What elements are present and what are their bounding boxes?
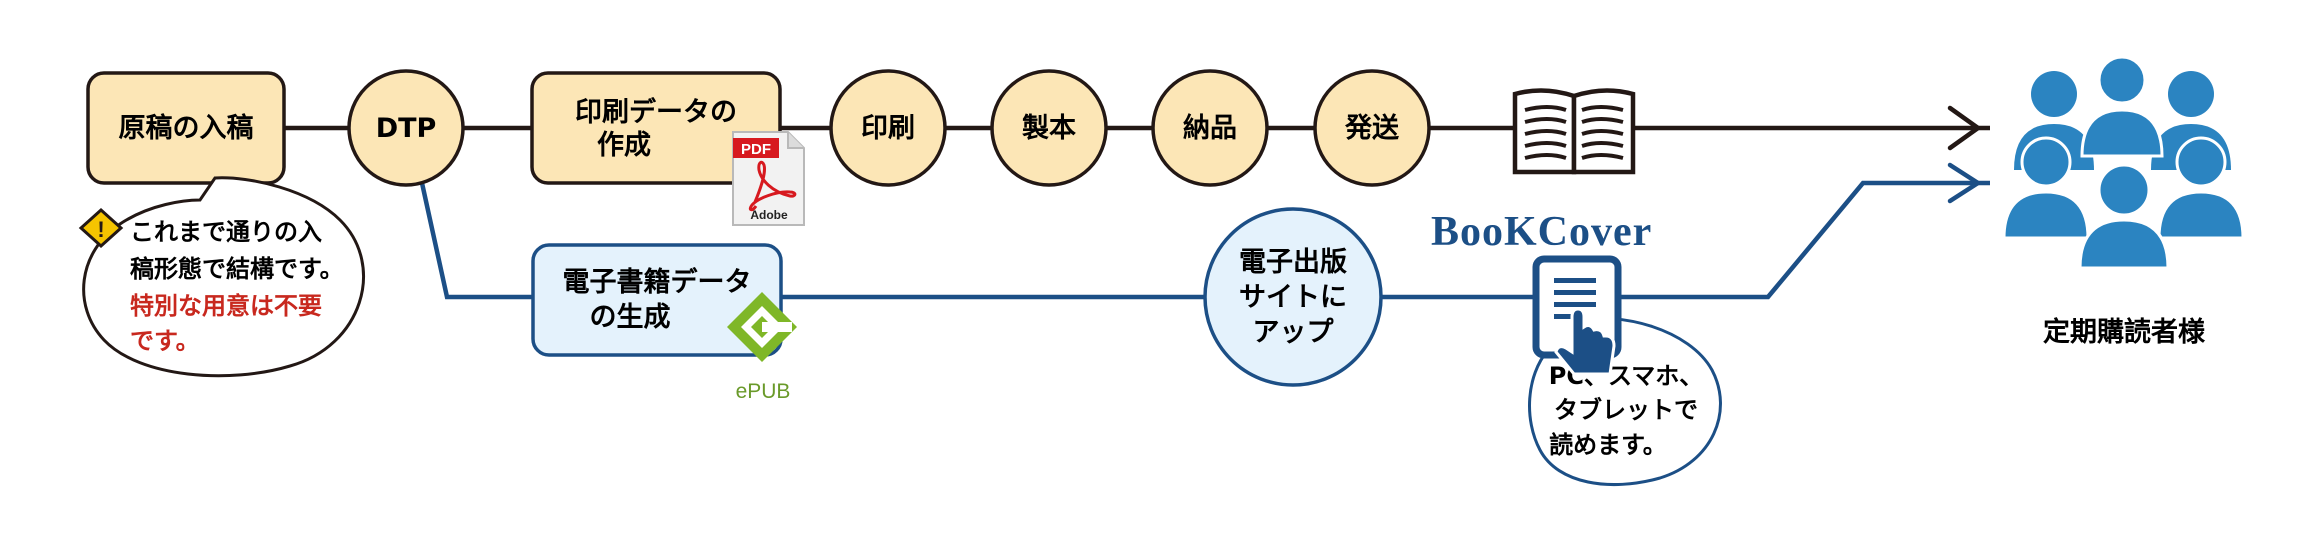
- node-manuscript-label: 原稿の入稿: [119, 112, 254, 144]
- warning-bubble-line-2: 稿形態で結構です。: [130, 255, 344, 283]
- node-manuscript: 原稿の入稿: [86, 71, 286, 185]
- node-dtp: DTP: [347, 69, 465, 187]
- node-ebook-data-label-1: 電子書籍データ: [563, 266, 752, 298]
- warning-bubble-line-4: です。: [130, 327, 200, 355]
- subscribers-group-icon: [2002, 55, 2245, 270]
- node-upload: 電子出版 サイトに アップ: [1203, 207, 1383, 387]
- node-ebook-data-label-2: の生成: [590, 302, 671, 333]
- pdf-badge-label: PDF: [741, 141, 771, 158]
- node-delivery: 納品: [1151, 69, 1269, 187]
- node-binding-label: 製本: [1022, 113, 1076, 144]
- epub-label: ePUB: [736, 380, 791, 403]
- node-upload-label-1: 電子出版: [1239, 247, 1347, 278]
- epub-logo-icon: ePUB: [727, 292, 797, 403]
- node-ebook-data: 電子書籍データ の生成: [531, 243, 783, 357]
- node-printing: 印刷: [829, 69, 947, 187]
- ebook-flow-line: [419, 162, 1990, 300]
- book-icon: [1512, 86, 1636, 175]
- adobe-label: Adobe: [750, 208, 788, 222]
- node-shipping: 発送: [1313, 69, 1431, 187]
- warning-bubble-line-3: 特別な用意は不要: [130, 292, 322, 320]
- warning-icon: !: [78, 207, 124, 249]
- bookcover-logo: BooKCover: [1431, 209, 1652, 255]
- pdf-file-icon: PDF Adobe: [732, 131, 805, 226]
- warning-bubble-line-1: これまで通りの入: [130, 218, 322, 246]
- node-upload-label-3: アップ: [1253, 317, 1335, 348]
- device-bubble-line-3: 読めます。: [1549, 431, 1667, 459]
- node-print-data-label-2: 作成: [597, 130, 651, 161]
- node-dtp-label: DTP: [376, 113, 437, 144]
- node-upload-label-2: サイトに: [1239, 282, 1347, 313]
- svg-text:!: !: [97, 217, 104, 242]
- node-delivery-label: 納品: [1183, 112, 1237, 144]
- node-binding: 製本: [990, 69, 1108, 187]
- node-shipping-label: 発送: [1344, 113, 1399, 144]
- tablet-touch-icon: [1532, 255, 1622, 376]
- node-printing-label: 印刷: [861, 113, 915, 144]
- device-bubble-line-2: タブレットで: [1554, 396, 1698, 424]
- subscribers-label: 定期購読者様: [2043, 316, 2206, 348]
- node-print-data-label-1: 印刷データの: [575, 96, 737, 128]
- warning-bubble: ! これまで通りの入 稿形態で結構です。 特別な用意は不要 です。: [78, 176, 365, 378]
- node-print-data: 印刷データの 作成: [530, 71, 782, 185]
